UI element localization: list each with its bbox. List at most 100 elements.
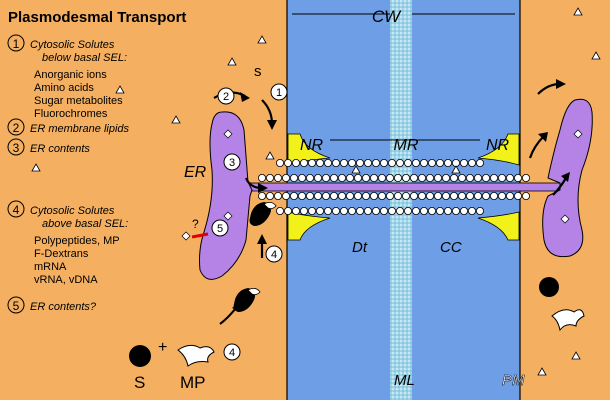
membrane-particle: [514, 173, 523, 182]
mp-blob-right: [551, 309, 585, 332]
svg-text:5: 5: [217, 223, 223, 235]
membrane-particle: [401, 173, 410, 182]
membrane-particle: [321, 191, 330, 200]
membrane-particle: [443, 206, 452, 215]
label-s-top: s: [254, 63, 262, 80]
membrane-particle: [313, 173, 322, 182]
solute-triangle: [571, 351, 581, 360]
label-cell-wall: CW: [372, 7, 402, 26]
membrane-particle: [433, 191, 442, 200]
membrane-particle: [419, 206, 428, 215]
solute-triangle: [351, 165, 361, 174]
membrane-particle: [265, 173, 274, 182]
label-question: ?: [192, 217, 199, 231]
membrane-particle: [289, 173, 298, 182]
membrane-particle: [291, 206, 300, 215]
membrane-particle: [345, 173, 354, 182]
membrane-particle: [522, 191, 531, 200]
membrane-protein-particles: [257, 158, 531, 215]
legend-number: 1: [13, 37, 20, 51]
desmotubule: [249, 182, 561, 192]
solute-triangle: [257, 35, 267, 44]
membrane-particle: [443, 158, 452, 167]
membrane-particle: [363, 158, 372, 167]
membrane-particle: [427, 206, 436, 215]
svg-text:1: 1: [276, 87, 282, 99]
membrane-particle: [489, 191, 498, 200]
membrane-particle: [331, 158, 340, 167]
legend-heading: below basal SEL:: [42, 52, 127, 64]
membrane-particle: [281, 191, 290, 200]
membrane-particle: [481, 191, 490, 200]
membrane-particle: [489, 173, 498, 182]
membrane-particle: [457, 191, 466, 200]
label-nr-right: NR: [486, 137, 510, 154]
membrane-particle: [395, 158, 404, 167]
solute-triangle: [115, 85, 125, 94]
membrane-particle: [321, 173, 330, 182]
membrane-particle: [265, 191, 274, 200]
membrane-particle: [291, 158, 300, 167]
membrane-particle: [305, 173, 314, 182]
legend-number: 2: [13, 121, 20, 135]
membrane-particle: [459, 158, 468, 167]
membrane-particle: [337, 173, 346, 182]
legend-subitem: Anorganic ions: [34, 69, 107, 81]
solute-ball-right: [539, 277, 559, 297]
membrane-particle: [467, 158, 476, 167]
step-marker: 4: [223, 343, 241, 361]
legend-panel: Plasmodesmal Transport 1 Cytosolic Solute…: [7, 9, 186, 314]
membrane-particle: [377, 191, 386, 200]
membrane-particle: [361, 173, 370, 182]
membrane-particle: [275, 158, 284, 167]
membrane-particle: [465, 191, 474, 200]
label-pm: PM: [502, 372, 525, 389]
legend-subitem: Fluorochromes: [34, 108, 108, 120]
membrane-particle: [425, 173, 434, 182]
legend-subitem: Polypeptides, MP: [34, 235, 120, 247]
membrane-particle: [387, 206, 396, 215]
diagram-title: Plasmodesmal Transport: [8, 9, 186, 26]
membrane-particle: [417, 191, 426, 200]
er-left: [199, 111, 253, 280]
membrane-particle: [433, 173, 442, 182]
mp-blob-left: [177, 344, 215, 367]
legend-heading: Cytosolic Solutes: [30, 39, 115, 51]
svg-text:2: 2: [223, 91, 229, 103]
solute-triangle: [31, 163, 41, 172]
membrane-particle: [403, 206, 412, 215]
membrane-particle: [323, 158, 332, 167]
membrane-particle: [481, 173, 490, 182]
membrane-particle: [371, 206, 380, 215]
legend-subitem: F-Dextrans: [34, 248, 89, 260]
membrane-particle: [475, 158, 484, 167]
label-dt: Dt: [352, 239, 368, 256]
membrane-particle: [435, 206, 444, 215]
label-ml: ML: [394, 372, 415, 389]
solute-complex-1: [233, 288, 256, 312]
legend-subitem: Amino acids: [34, 82, 94, 94]
membrane-particle: [427, 158, 436, 167]
membrane-particle: [441, 173, 450, 182]
label-nr-left: NR: [300, 137, 324, 154]
legend-heading: ER contents: [30, 143, 90, 155]
membrane-particle: [385, 191, 394, 200]
membrane-particle: [299, 206, 308, 215]
membrane-particle: [347, 158, 356, 167]
membrane-particle: [329, 191, 338, 200]
membrane-particle: [514, 191, 523, 200]
membrane-particle: [505, 191, 514, 200]
label-cc: CC: [440, 239, 462, 256]
membrane-particle: [465, 173, 474, 182]
membrane-particle: [355, 158, 364, 167]
membrane-particle: [403, 158, 412, 167]
membrane-particle: [473, 173, 482, 182]
membrane-particle: [497, 173, 506, 182]
membrane-particle: [441, 191, 450, 200]
solute-triangle: [265, 151, 275, 160]
membrane-particle: [387, 158, 396, 167]
